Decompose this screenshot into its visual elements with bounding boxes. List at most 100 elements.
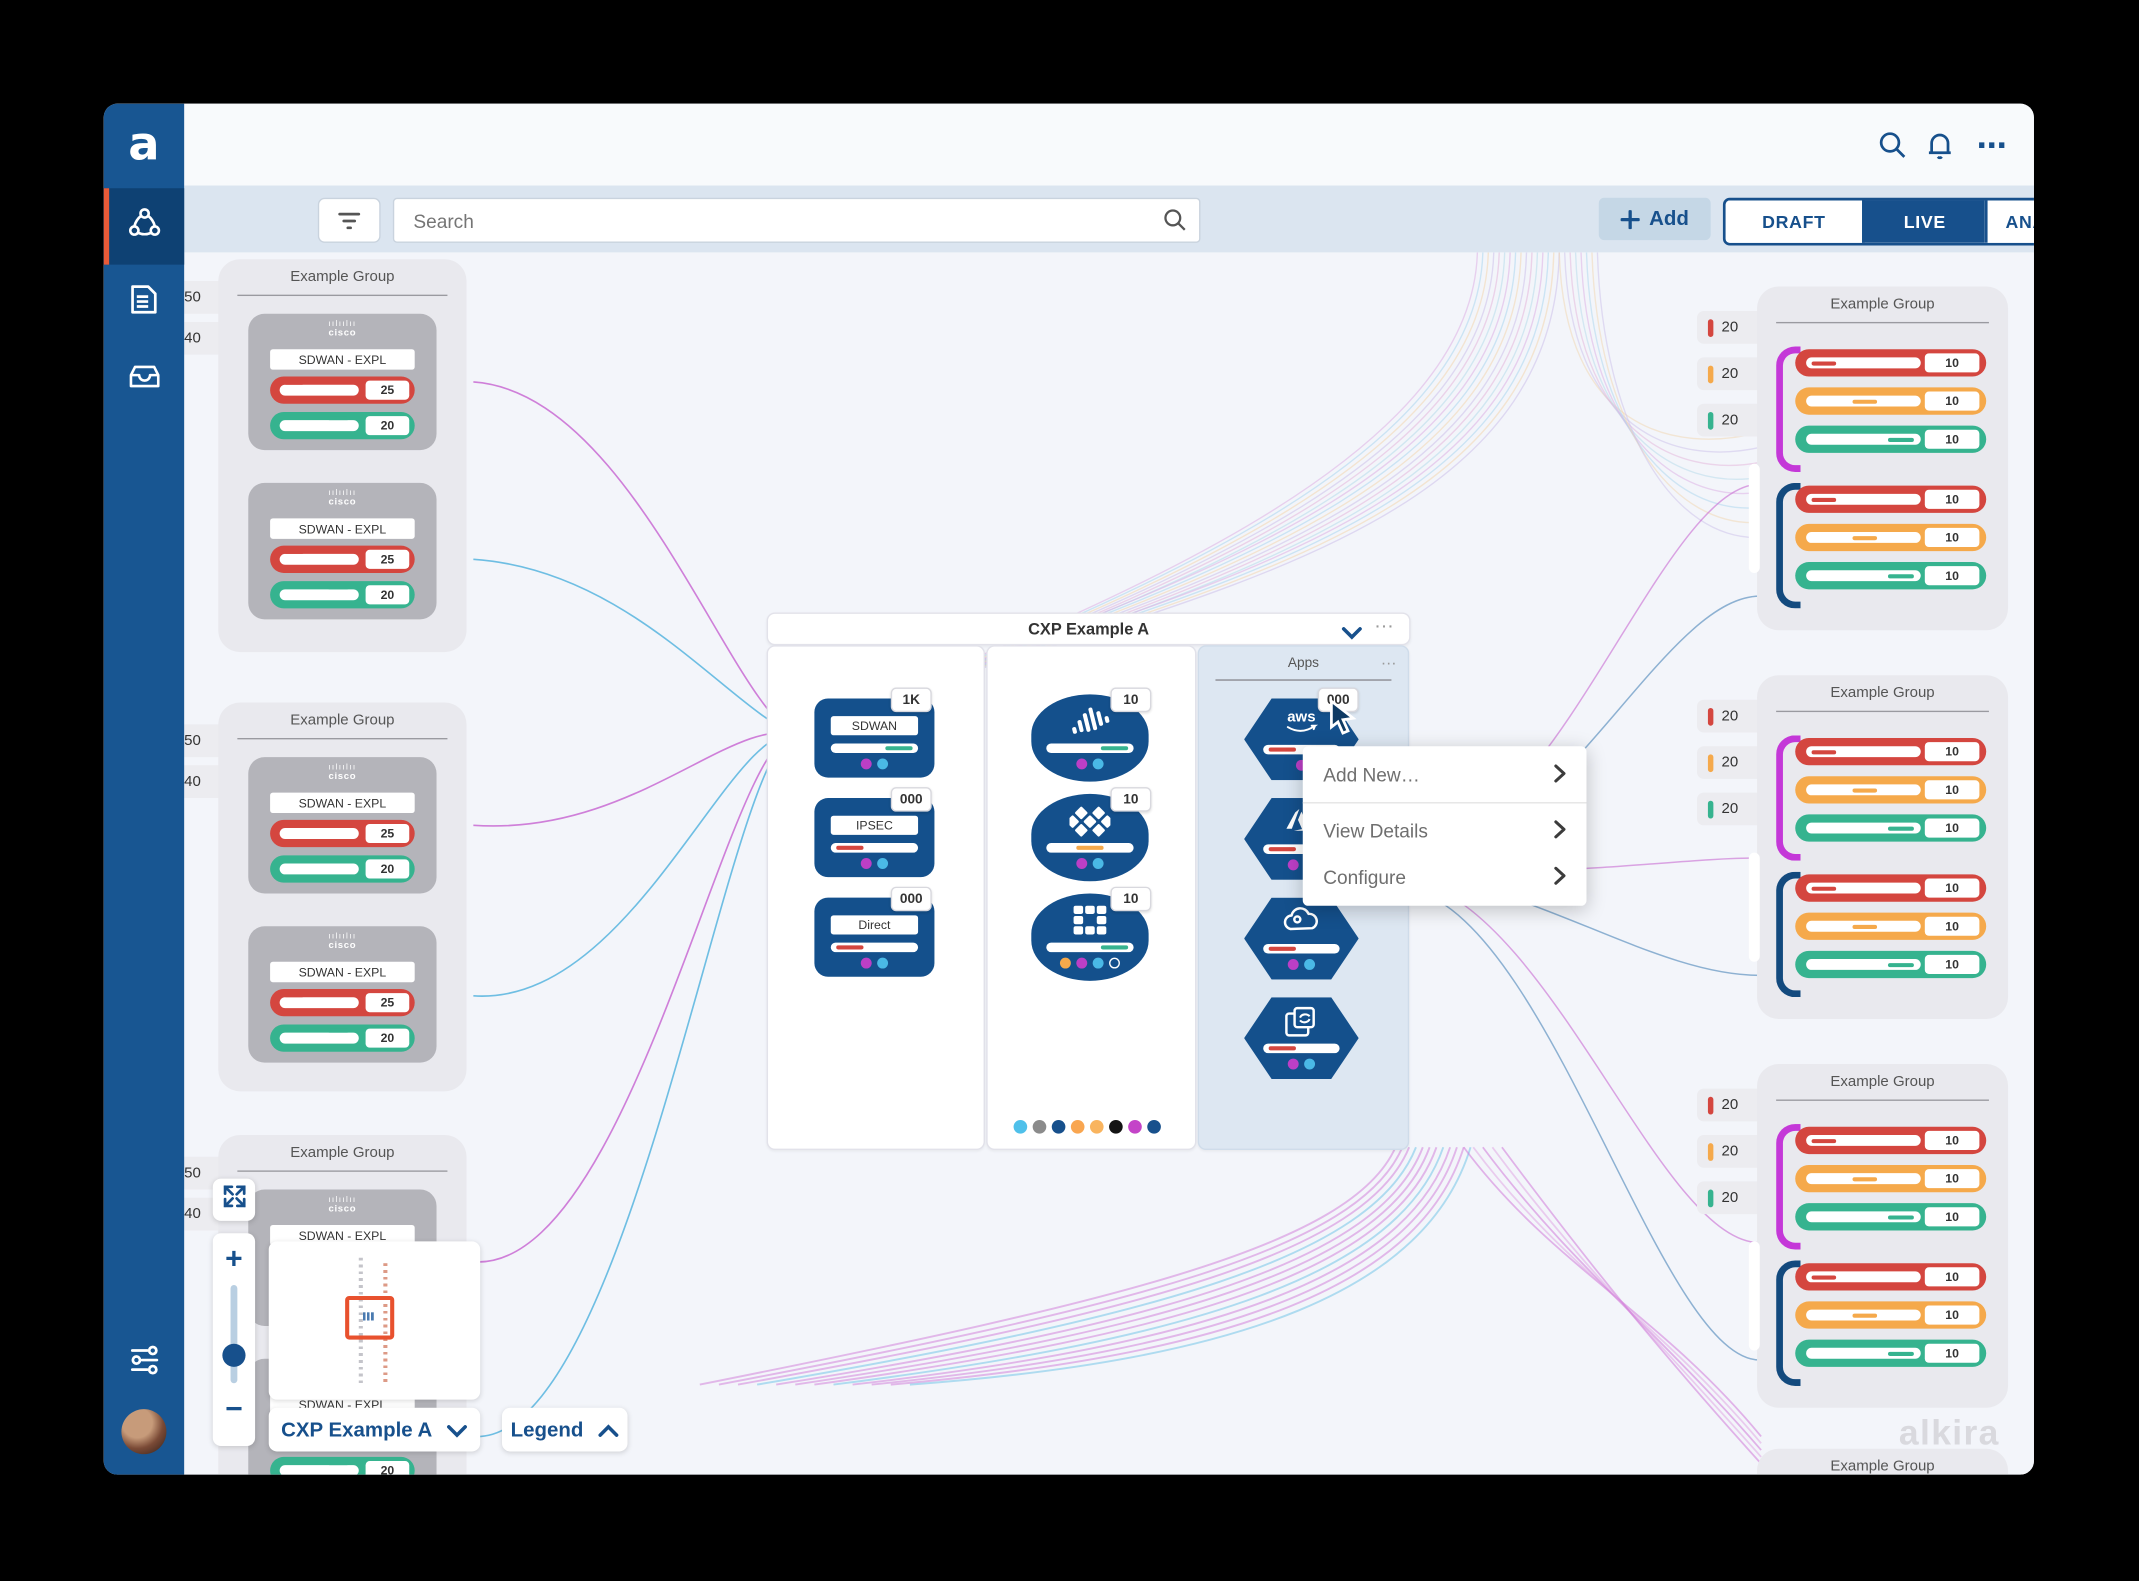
app-node[interactable] [1244,997,1359,1080]
status-dot-outline [1109,957,1120,969]
pill-value: 10 [1924,527,1980,548]
minimap-cluster-marks [358,1257,363,1384]
node-progress-segment [1268,946,1296,951]
search-icon[interactable] [1876,128,1909,161]
pagination-dot[interactable] [1109,1119,1123,1134]
menu-item-configure[interactable]: Configure [1303,854,1587,900]
pagination-dot[interactable] [1013,1119,1028,1134]
panel-pagination-dots[interactable] [1013,1119,1161,1134]
minimap[interactable] [268,1241,481,1400]
chevron-right-icon [1554,866,1566,889]
sidebar-item-documents[interactable] [104,265,184,341]
tab-analytics[interactable]: ANALYTICS [1984,200,2034,243]
pill-bar-segment [327,858,350,863]
pagination-dot[interactable] [1089,1119,1104,1134]
metric-pill-teal: 10 [1795,425,1987,453]
node-progress-track [1263,744,1340,755]
pagination-dot[interactable] [1051,1119,1066,1134]
add-button[interactable]: Add [1598,197,1711,241]
chip-value: 40 [184,330,201,347]
service-node[interactable] [1031,694,1149,782]
count-badge: 10 [1110,687,1152,713]
sidebar-item-topology[interactable] [103,188,185,265]
connector-node-sdwan[interactable]: SDWAN [814,698,935,778]
cxp-panel-header[interactable]: CXP Example A… [766,609,1411,647]
sidebar-item-preferences[interactable] [104,1325,184,1401]
zoom-slider[interactable] [222,1285,246,1384]
node-progress-segment [885,746,913,751]
chip-value: 20 [1721,1189,1739,1206]
connector-node-ipsec[interactable]: IPSEC [814,798,935,878]
metric-pill-red: 10 [1795,1126,1987,1155]
status-dot-cyan [1304,958,1316,970]
tab-draft[interactable]: DRAFT [1725,200,1863,243]
pill-value: 10 [1924,878,1980,898]
pill-track [279,1465,359,1475]
bell-icon[interactable] [1923,128,1956,161]
chevron-down-icon [1341,622,1363,647]
status-dot-magenta [1287,859,1299,871]
status-dot-cyan [877,957,889,969]
pill-bar-segment [1811,497,1837,502]
zoom-slider-thumb[interactable] [222,1343,246,1367]
pagination-dot[interactable] [1147,1119,1161,1134]
pagination-dot[interactable] [1128,1119,1142,1134]
zoom-in-button[interactable]: + [225,1241,243,1276]
pill-bar-segment [1852,787,1878,792]
pill-bar-segment [1887,825,1914,831]
node-dots [814,957,934,969]
pill-value: 25 [365,823,410,844]
cisco-logo-word: cisco [328,328,357,339]
device-label: SDWAN - EXPL [270,961,415,983]
tab-live[interactable]: LIVE [1862,200,1985,243]
filter-button[interactable] [317,197,381,243]
pill-track [279,553,359,565]
pill-bar-segment [283,549,305,554]
sync-squares-icon [1244,1004,1359,1039]
menu-item-add-new-[interactable]: Add New… [1303,752,1587,798]
cluster-scroll-pill[interactable] [1748,1241,1760,1351]
group-title-divider [237,1170,448,1172]
network-icon [126,205,161,247]
menu-item-view-details[interactable]: View Details [1303,808,1587,854]
cluster-scroll-pill[interactable] [1748,852,1760,962]
expand-button[interactable] [212,1178,256,1221]
legend-button[interactable]: Legend [502,1407,628,1452]
avatar[interactable] [121,1409,167,1455]
cxp-selector[interactable]: CXP Example A [268,1407,481,1452]
metric-pill-teal: 10 [1795,950,1987,979]
app-node[interactable] [1244,897,1359,980]
ellipsis-icon[interactable]: … [1380,649,1397,669]
pagination-dot[interactable] [1070,1119,1085,1134]
chip-color-tick-orange [1707,1142,1714,1161]
status-dot-cyan [877,858,889,869]
sidebar-item-inbox[interactable] [104,341,184,417]
node-progress-track [1046,942,1134,953]
ellipsis-icon[interactable]: ⋯ [1976,128,2007,163]
minimap-viewport[interactable] [345,1295,395,1340]
connector-node-direct[interactable]: Direct [814,897,935,977]
zoom-out-button[interactable]: − [225,1391,243,1426]
pill-bar-segment [1811,1138,1837,1143]
pill-bar-segment [1887,962,1914,967]
group-count-chip: 20 [1697,311,1766,344]
pill-track [1806,746,1921,758]
metric-pill-teal: 20 [270,1456,415,1475]
pill-track [1806,822,1921,834]
cluster-scroll-pill[interactable] [1748,463,1760,573]
pagination-dot[interactable] [1032,1119,1047,1134]
pill-track [1806,1271,1921,1283]
ellipsis-icon[interactable]: … [1373,609,1396,633]
search-input[interactable] [410,199,1153,242]
status-dot-cyan [1304,1058,1316,1070]
chip-value: 20 [1721,1143,1739,1160]
node-dots [1244,958,1359,970]
